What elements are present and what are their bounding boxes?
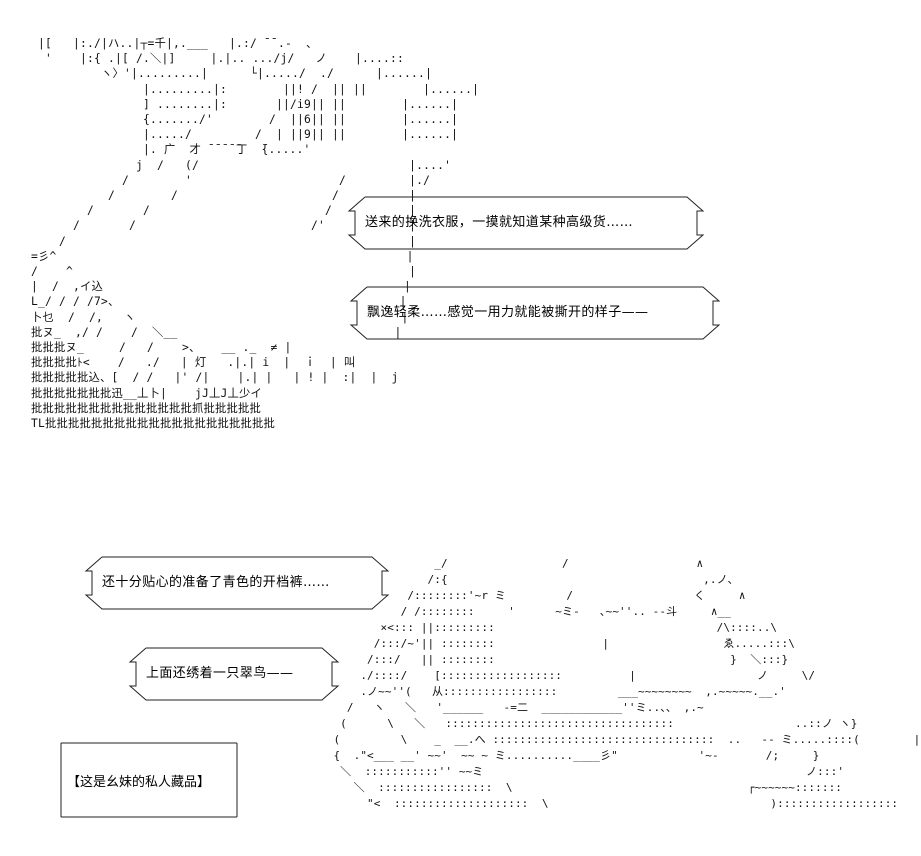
bubble-outline-icon: [84, 556, 390, 610]
speech-bubble-text: 还十分贴心的准备了青色的开档裤……: [102, 575, 330, 590]
speech-bubble-2: 飘逸轻柔……感觉一用力就能被撕开的样子——: [349, 286, 721, 340]
caption-frame-icon: [60, 742, 238, 818]
speech-bubble-1: 送来的换洗衣服，一摸就知道某种高级货……: [347, 196, 705, 250]
bubble-outline-icon: [347, 196, 705, 250]
caption-text: 【这是幺妹的私人藏品】: [67, 774, 211, 790]
bubble-outline-icon: [128, 647, 340, 701]
speech-bubble-4: 上面还绣着一只翠鸟——: [128, 647, 340, 701]
ascii-art-girl: |[ |:./|ハ..|┬=千|,.___ |.:/ ̄ ̄ .- 、 ' |:…: [31, 37, 480, 431]
speech-bubble-text: 上面还绣着一只翠鸟——: [146, 666, 294, 681]
ascii-art-clothes: _/ / ∧ /:{ ,.ノ、 /::::::::'~r ミ / く ∧ / /…: [333, 557, 921, 810]
caption-box: 【这是幺妹的私人藏品】: [60, 742, 238, 818]
bubble-outline-icon: [349, 286, 721, 340]
speech-bubble-text: 送来的换洗衣服，一摸就知道某种高级货……: [365, 215, 634, 230]
speech-bubble-text: 飘逸轻柔……感觉一用力就能被撕开的样子——: [367, 305, 649, 320]
speech-bubble-3: 还十分贴心的准备了青色的开档裤……: [84, 556, 390, 610]
